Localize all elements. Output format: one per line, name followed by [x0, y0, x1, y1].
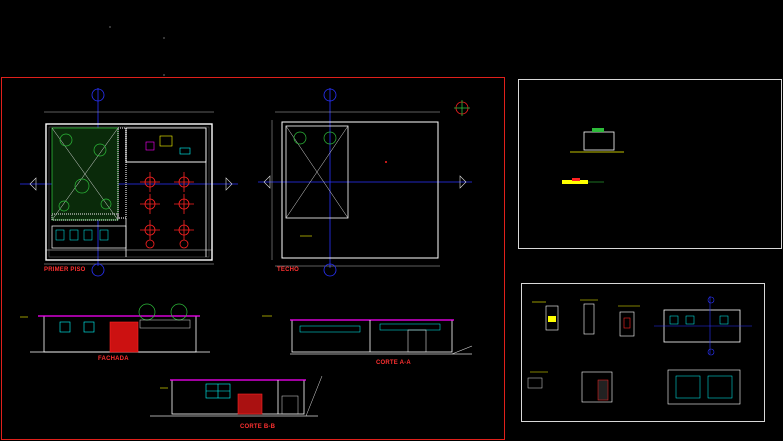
title-corte-aa: CORTE A-A — [376, 360, 411, 366]
detail-top[interactable] — [562, 128, 624, 184]
title-corte-bb: CORTE B-B — [240, 424, 276, 430]
detail-sheet-frame-top — [518, 79, 782, 249]
title-fachada: FACHADA — [98, 356, 129, 362]
section-corte-aa[interactable] — [262, 315, 473, 355]
roof-plan-techo[interactable] — [258, 88, 472, 277]
elevation-fachada[interactable] — [20, 303, 210, 353]
detail-sheet-frame-bottom — [521, 283, 765, 422]
title-primer-piso: PRIMER PISO — [44, 267, 86, 273]
floor-plan-primer-piso[interactable] — [20, 88, 238, 277]
section-corte-bb[interactable] — [150, 375, 323, 417]
main-sheet-frame — [1, 77, 505, 440]
title-techo: TECHO — [277, 267, 299, 273]
detail-bottom[interactable] — [527, 296, 752, 405]
section-marker-icon — [91, 88, 105, 277]
